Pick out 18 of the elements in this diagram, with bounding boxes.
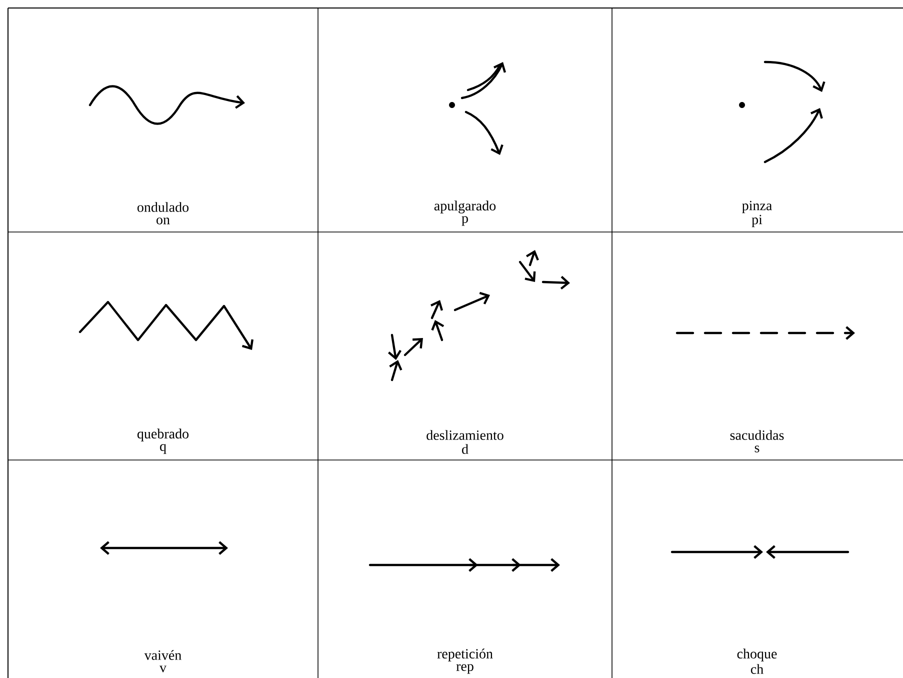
symbol-name: pinza (742, 200, 772, 214)
symbol-name: apulgarado (434, 200, 496, 214)
abbreviation: ch (750, 664, 764, 674)
abbreviation: rep (456, 664, 474, 674)
symbol-name: deslizamiento (426, 430, 504, 440)
abbreviation: q (160, 444, 166, 454)
symbol-name: quebrado (137, 428, 188, 442)
symbol-name: choque (737, 648, 777, 662)
abbreviation: v (160, 666, 166, 672)
abbreviation: pi (752, 214, 762, 228)
symbol-name: sacudidas (730, 430, 784, 440)
abbreviation: d (462, 444, 468, 454)
symbol-name: ondulado (137, 202, 189, 212)
symbol-name: repetición (437, 648, 493, 662)
abbreviation: s (754, 446, 760, 452)
abbreviation: on (156, 218, 170, 224)
symbol-name: vaivén (144, 650, 182, 660)
abbreviation: p (462, 216, 468, 226)
